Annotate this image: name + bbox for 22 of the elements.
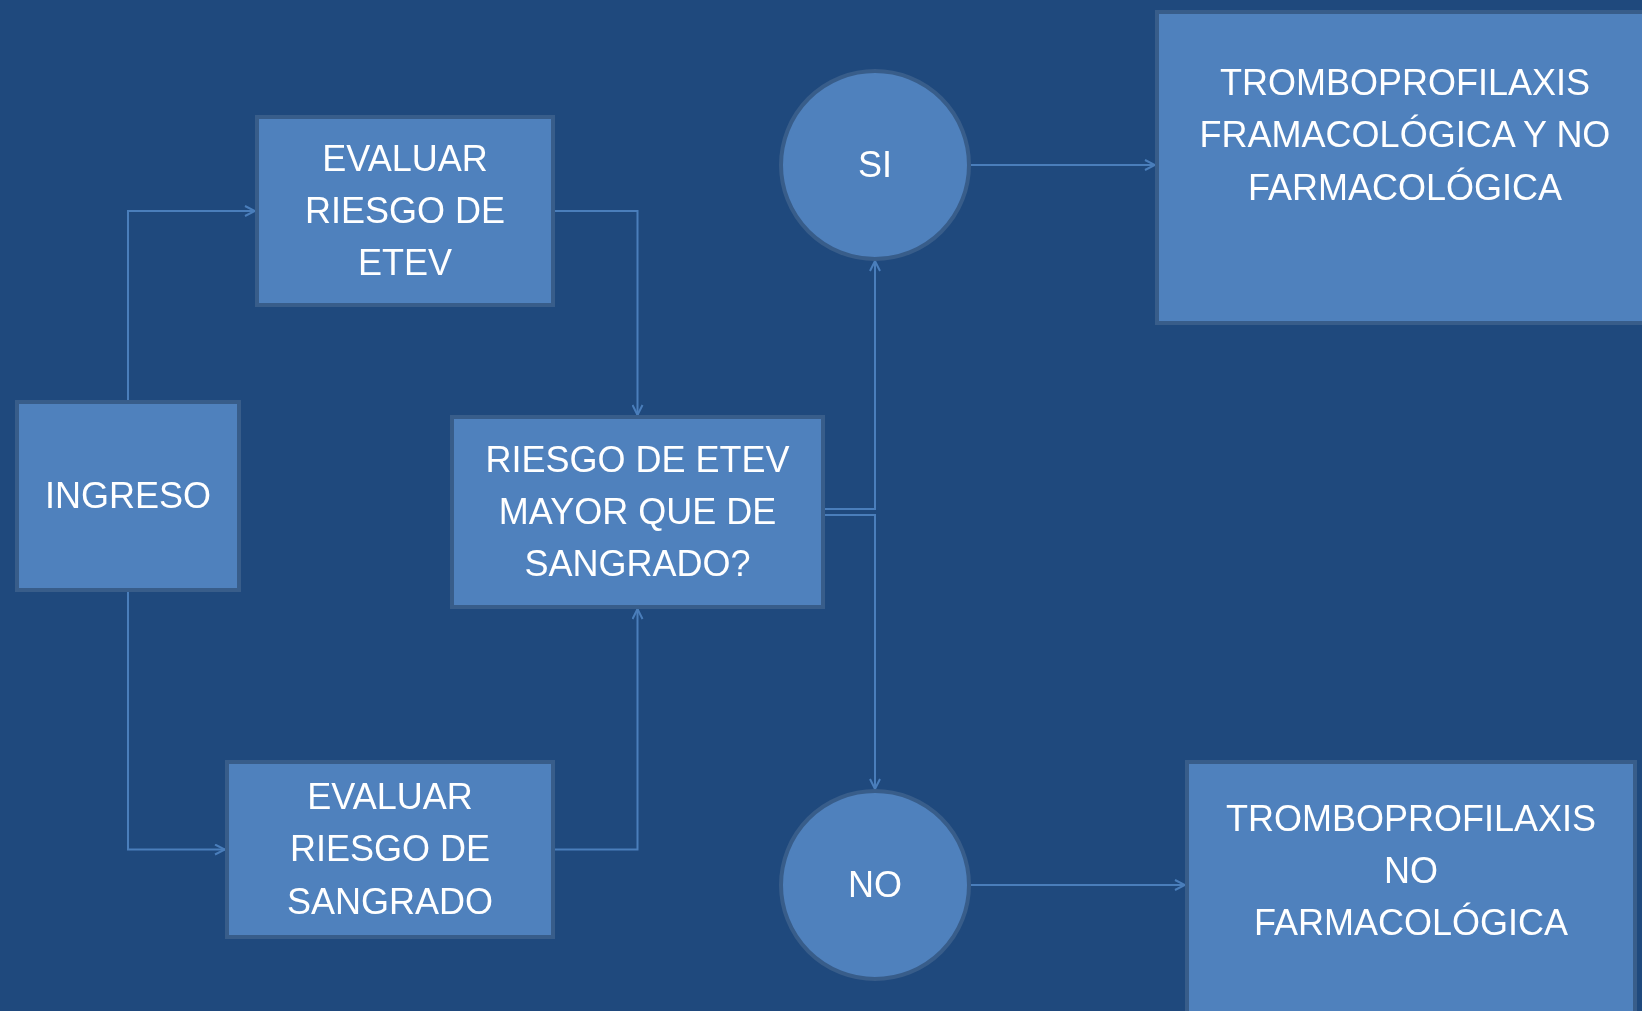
arrow — [824, 514, 881, 790]
arrow — [970, 159, 1156, 171]
box-label: TROMBOPROFILAXIS NO FARMACOLÓGICA — [1225, 796, 1597, 946]
arrow — [127, 591, 226, 856]
process-box — [15, 400, 241, 592]
arrow — [554, 608, 644, 851]
process-box — [225, 760, 555, 939]
process-box — [450, 415, 825, 609]
box-label: EVALUAR RIESGO DE ETEV — [303, 136, 506, 286]
box-label: NO — [848, 862, 902, 907]
process-box — [1155, 10, 1642, 325]
box-label: INGRESO — [45, 473, 211, 518]
process-box — [1185, 760, 1637, 1011]
process-box — [255, 115, 555, 307]
box-label: EVALUAR RIESGO DE SANGRADO — [285, 775, 494, 924]
arrow — [554, 210, 644, 416]
box-label: SI — [858, 142, 892, 187]
box-label: RIESGO DE ETEV MAYOR QUE DE SANGRADO? — [484, 437, 791, 587]
box-label: TROMBOPROFILAXIS FRAMACOLÓGICA Y NO FARMACOLÓGICA — [1198, 61, 1612, 210]
arrow — [824, 260, 881, 510]
arrow — [127, 205, 256, 401]
arrow — [970, 879, 1186, 891]
